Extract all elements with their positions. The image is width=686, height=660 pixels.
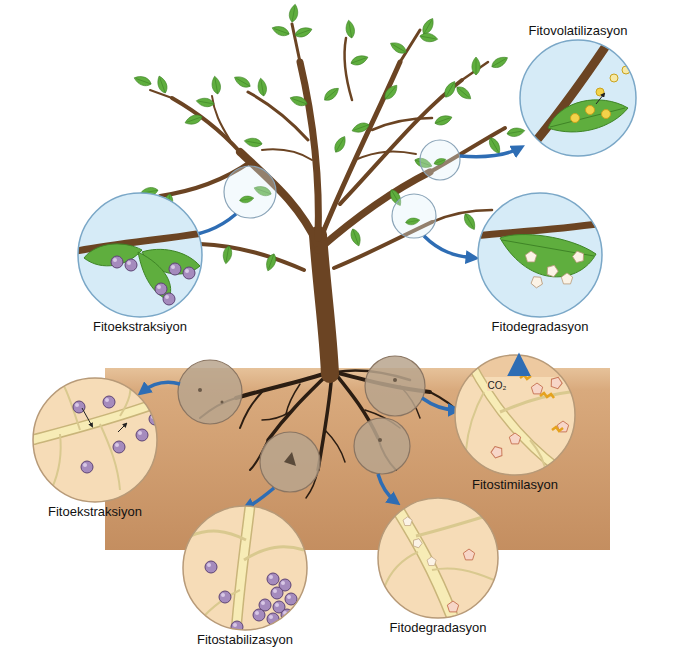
process-label: Fitostabilizasyon — [197, 632, 293, 647]
pointer-arrows — [142, 148, 520, 508]
process-label: Fitodegradasyon — [492, 319, 589, 334]
process-label: Fitodegradasyon — [390, 620, 487, 635]
leaf-degradation-view — [472, 193, 610, 317]
focus-circles — [178, 140, 460, 492]
magnified-circle: Fitoekstraksiyon — [78, 193, 202, 317]
stimulation-view — [455, 355, 575, 475]
magnified-circle: Fitovolatilizasyon — [520, 40, 636, 156]
root-extraction-view — [32, 378, 161, 502]
process-label: Fitoekstraksiyon — [48, 504, 142, 519]
chemical-label: CO₂ — [487, 380, 508, 391]
magnified-circle: Fitodegradasyon — [478, 193, 602, 317]
stabilization-view — [183, 506, 309, 633]
magnified-circle: Fitostabilizasyon — [183, 506, 307, 630]
magnified-circle: Fitostimilasyon — [455, 355, 575, 475]
magnified-circle: Fitoekstraksiyon — [33, 378, 157, 502]
process-label: Fitoekstraksiyon — [93, 319, 187, 334]
process-label: Fitostimilasyon — [472, 477, 558, 492]
volatilization-view — [520, 40, 636, 160]
process-label: Fitovolatilizasyon — [529, 23, 628, 38]
magnified-circle: Fitodegradasyon — [378, 498, 498, 618]
root-degradation-view — [378, 498, 498, 618]
leaf-extraction-view — [72, 193, 210, 317]
trunk — [142, 24, 505, 374]
